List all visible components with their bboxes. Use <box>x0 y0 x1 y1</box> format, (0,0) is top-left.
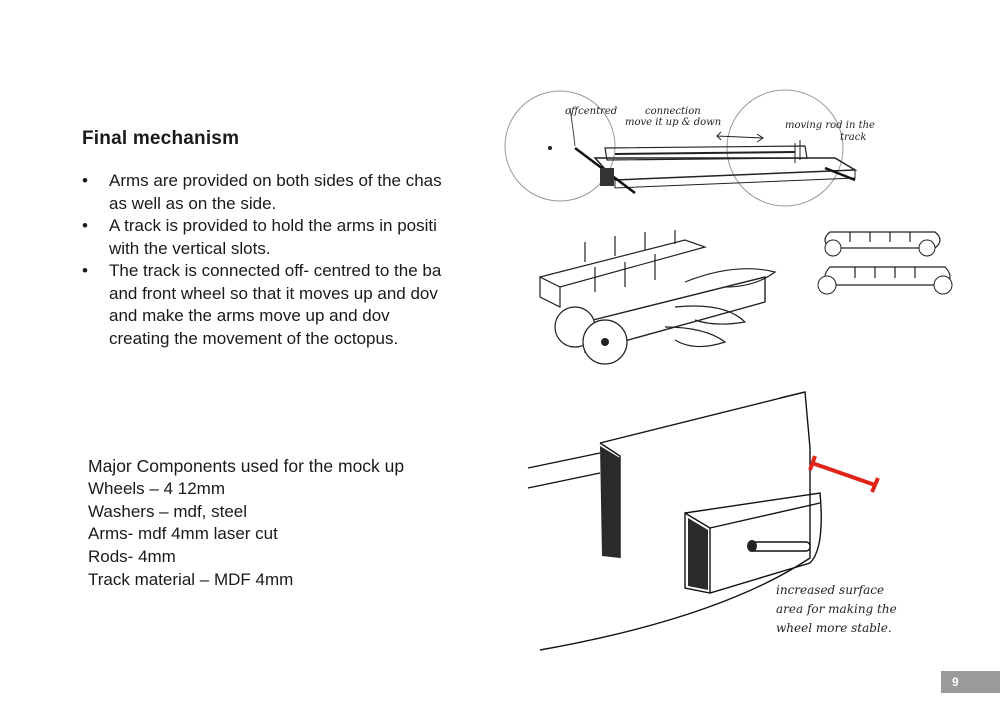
bullet-line: Arms are provided on both sides of the c… <box>109 170 492 193</box>
component-item: Arms- mdf 4mm laser cut <box>88 523 404 546</box>
note-move: move it up & down <box>625 117 721 128</box>
bullet-line: creating the movement of the octopus. <box>109 328 492 351</box>
note-track: track <box>840 132 866 143</box>
bullet-item: The track is connected off- centred to t… <box>82 260 492 350</box>
note-increased-3: wheel more stable. <box>776 621 892 635</box>
bullet-line: with the vertical slots. <box>109 238 492 261</box>
bullet-line: as well as on the side. <box>109 193 492 216</box>
page-number-badge: 9 <box>941 671 1000 693</box>
component-item: Track material – MDF 4mm <box>88 569 404 592</box>
page-title: Final mechanism <box>82 128 239 150</box>
note-increased-1: increased surface <box>776 583 884 597</box>
note-increased-2: area for making the <box>776 602 897 616</box>
bullet-line: and front wheel so that it moves up and … <box>109 283 492 306</box>
bullet-item: A track is provided to hold the arms in … <box>82 215 492 260</box>
chassis-arms-sketch <box>535 232 775 372</box>
bullet-item: Arms are provided on both sides of the c… <box>82 170 492 215</box>
bullet-line: The track is connected off- centred to t… <box>109 260 492 283</box>
bullet-line: A track is provided to hold the arms in … <box>109 215 492 238</box>
note-moving-rod: moving rod in the <box>785 120 875 131</box>
mechanism-bullet-list: Arms are provided on both sides of the c… <box>82 170 492 350</box>
track-mechanism-sketch: offcentred connection move it up & down … <box>495 88 895 218</box>
note-offcentred: offcentred <box>565 106 617 117</box>
components-heading: Major Components used for the mock up <box>88 455 404 478</box>
components-list: Major Components used for the mock up Wh… <box>88 455 404 592</box>
note-connection: connection <box>645 106 701 117</box>
component-item: Washers – mdf, steel <box>88 501 404 524</box>
red-arrow-icon <box>810 456 878 492</box>
component-item: Rods- 4mm <box>88 546 404 569</box>
wheel-block-sketch: increased surface area for making the wh… <box>520 388 960 658</box>
arm-variants-sketch <box>815 222 995 302</box>
component-item: Wheels – 4 12mm <box>88 478 404 501</box>
bullet-line: and make the arms move up and dov <box>109 305 492 328</box>
